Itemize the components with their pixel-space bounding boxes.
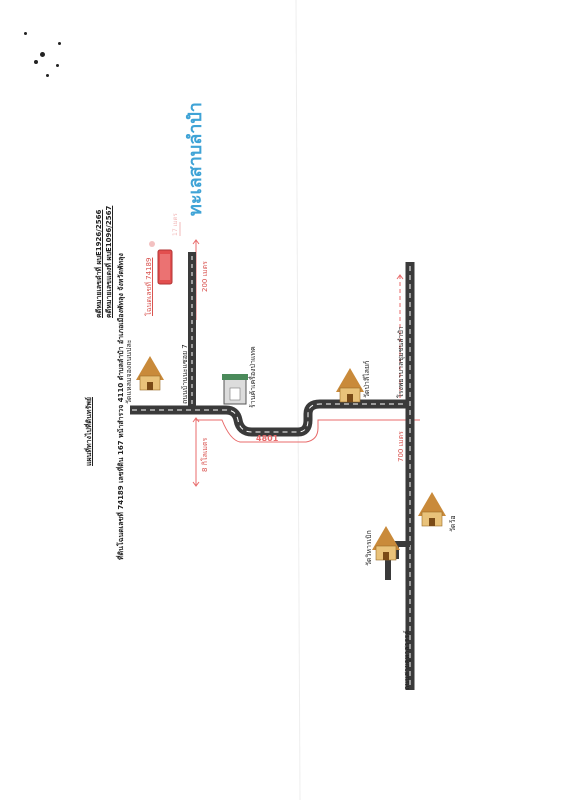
parcel-label: โฉนดเลขที่ 74189	[145, 257, 153, 316]
scan-speck	[40, 52, 45, 57]
distance-200m: 200 เมตร	[201, 261, 209, 292]
scan-speck	[34, 60, 38, 64]
map-title: แผนที่ทางไปที่ดินทรัพย์	[85, 397, 93, 466]
label-wat-lampam: วัดป่าลีไลยก์	[363, 360, 371, 398]
distance-700m: 700 เมตร	[397, 431, 405, 462]
distance-17m: 17 เมตร	[172, 213, 179, 236]
lake-label: ทะเลสาบลำปำ	[185, 102, 206, 216]
temple-wat-wo	[418, 492, 446, 527]
label-soi-7: ถนนบ้านนะแซอย 7	[181, 344, 189, 404]
location-description: ที่ดินโฉนดเลขที่ 74189 เลขที่ดิน 167 หน้…	[117, 253, 125, 560]
label-shop: ร้านค้าเครื่องป่าแทค	[249, 346, 257, 408]
temple-wat-vihan	[372, 526, 400, 561]
temple-wat-khuan	[136, 356, 164, 391]
label-wat-wo: วัดว้อ	[449, 515, 457, 532]
scan-speck	[24, 32, 27, 35]
shop-building	[222, 374, 248, 405]
parcel-pin	[149, 241, 155, 247]
label-wat-khuan: วัดแหลมจองถนนปละ	[125, 339, 133, 404]
temple-wat-lampam	[336, 368, 364, 403]
route-line-4801	[196, 419, 420, 443]
scan-speck	[46, 74, 49, 77]
road-number-4801: 4801	[256, 434, 279, 443]
scan-fold-line	[295, 0, 301, 800]
label-police: โรงพยาบาลชุมชนลำปำ	[397, 326, 405, 398]
scan-speck	[58, 42, 61, 45]
scan-speck	[56, 64, 59, 67]
distance-8km: 8 กิโลเมตร	[201, 437, 209, 472]
label-bottom-road: ถนนสายคูหาสวรรค์	[403, 630, 411, 690]
label-wat-vihan: วัดวิหารเบิก	[365, 530, 373, 566]
route-arrows	[179, 222, 420, 631]
roads	[130, 252, 415, 690]
road-4801	[130, 399, 410, 437]
case-red-number: คดีหมายเลขแดงที่ ผบE1096/2567	[105, 205, 113, 318]
